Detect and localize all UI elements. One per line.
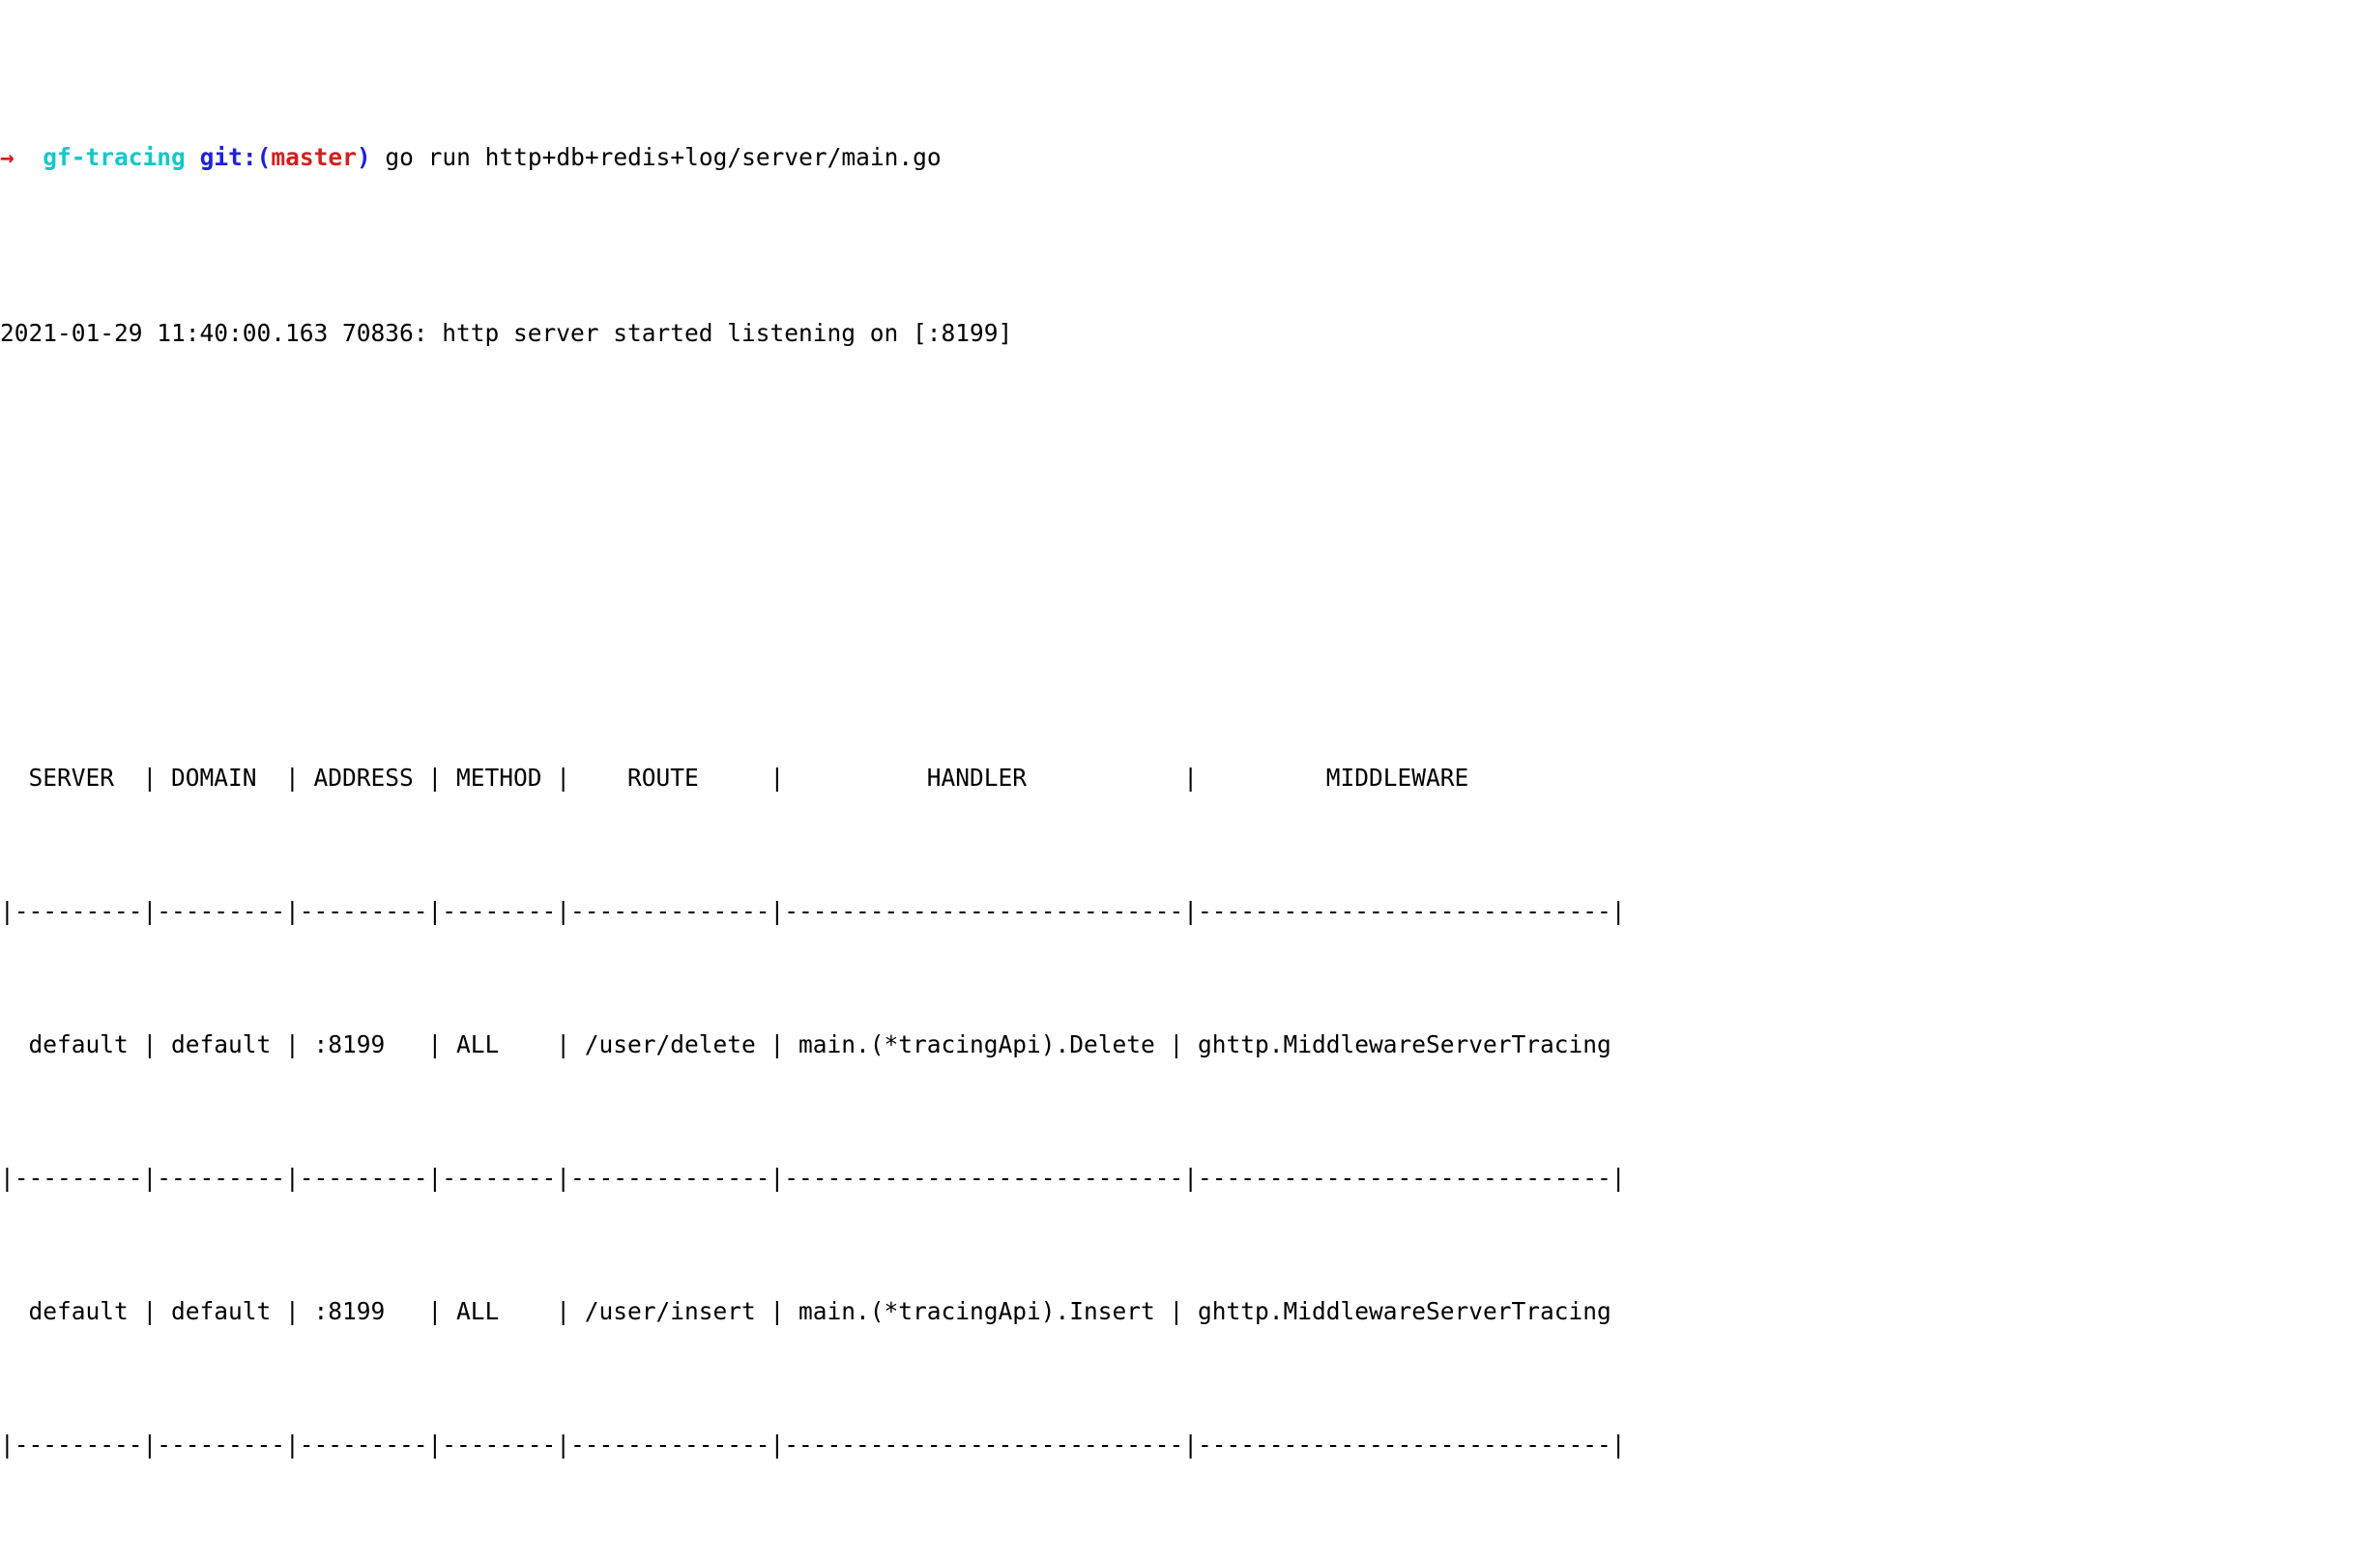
terminal-window[interactable]: → gf-tracing git:(master) go run http+db…: [0, 0, 2380, 1459]
prompt-space-2: [186, 143, 200, 171]
prompt-arrow-icon: →: [0, 143, 15, 171]
route-table-separator-0: |---------|---------|---------|--------|…: [0, 897, 1626, 925]
prompt-command: go run http+db+redis+log/server/main.go: [385, 143, 942, 171]
prompt-repo-name: gf-tracing: [43, 143, 186, 171]
route-table-separator-2: |---------|---------|---------|--------|…: [0, 1431, 1626, 1459]
blank-line-1: [0, 489, 2380, 534]
prompt-git-prefix: git:(: [199, 143, 272, 171]
prompt-git-branch: master: [271, 143, 357, 171]
route-table-header: SERVER | DOMAIN | ADDRESS | METHOD | ROU…: [0, 764, 1611, 792]
route-table: SERVER | DOMAIN | ADDRESS | METHOD | ROU…: [0, 667, 2380, 1562]
table-row: default | default | :8199 | ALL | /user/…: [0, 1297, 1611, 1325]
route-table-separator-1: |---------|---------|---------|--------|…: [0, 1164, 1626, 1192]
shell-prompt-line: → gf-tracing git:(master) go run http+db…: [0, 133, 2380, 178]
prompt-space-3: [371, 143, 386, 171]
table-row: default | default | :8199 | ALL | /user/…: [0, 1556, 2380, 1562]
table-row: default | default | :8199 | ALL | /user/…: [0, 1030, 1611, 1058]
startup-log-line: 2021-01-29 11:40:00.163 70836: http serv…: [0, 319, 1013, 347]
prompt-space-1: [15, 143, 44, 171]
prompt-git-suffix: ): [356, 143, 371, 171]
